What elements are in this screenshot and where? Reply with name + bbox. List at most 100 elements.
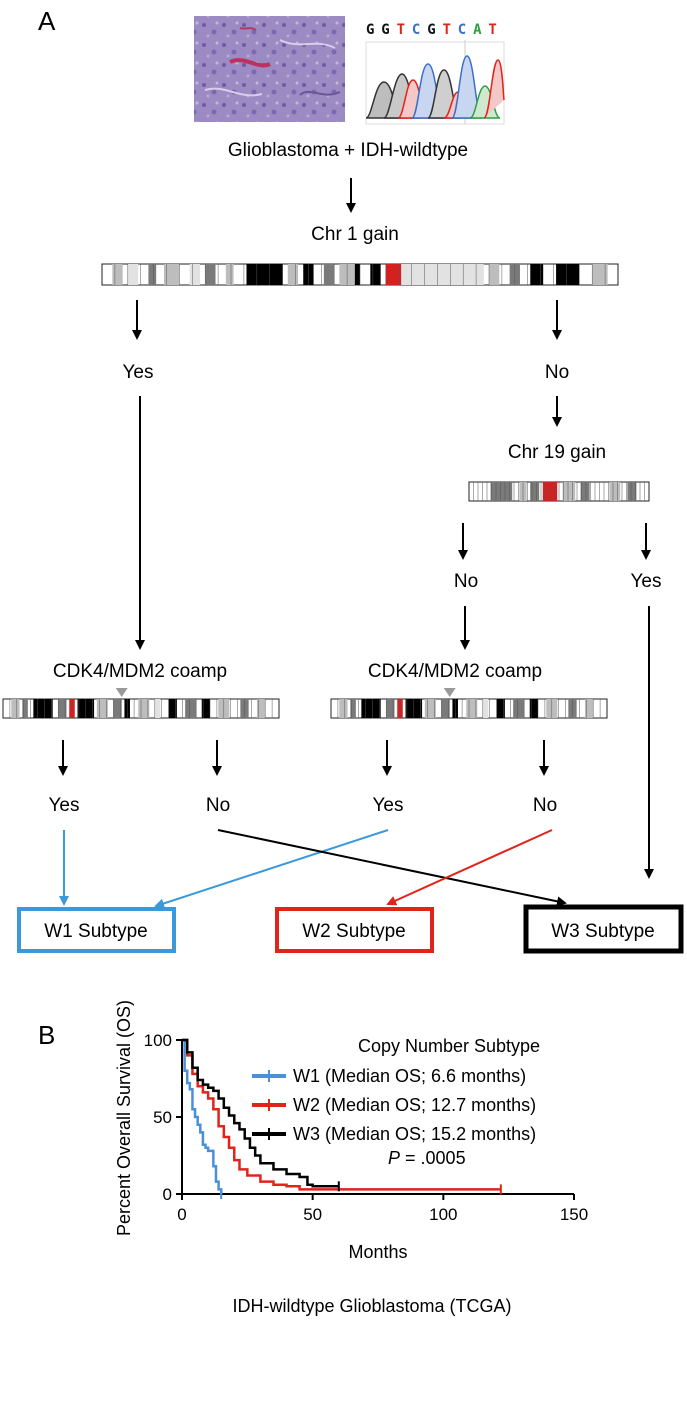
chromosome-band (556, 264, 580, 285)
series-line-w1 (182, 1038, 223, 1194)
amplification-marker-icon (443, 688, 456, 697)
histology-image (194, 16, 345, 122)
w1-subtype-box: W1 Subtype (17, 907, 176, 953)
chromosome-band (370, 264, 381, 285)
chromosome-12-right-ideogram (330, 688, 608, 719)
sequence-base: A (473, 22, 482, 38)
cdk-right-yes-label: Yes (373, 795, 404, 816)
chromosome-band (562, 482, 576, 501)
legend-label: W3 (Median OS; 15.2 months) (293, 1124, 536, 1144)
arrow-left-no-to-w3 (217, 829, 567, 907)
chromosome-band (138, 699, 150, 718)
chr19-yes-label: Yes (631, 571, 662, 592)
chromosome-band (58, 699, 67, 718)
arrow-right-yes-to-w1 (154, 829, 389, 909)
sequence-base: C (412, 22, 420, 38)
cdk-right-no-label: No (533, 795, 557, 816)
chromosome-19-ideogram (468, 481, 650, 502)
chromosome-band (592, 264, 608, 285)
legend-title: Copy Number Subtype (358, 1036, 540, 1056)
chromosome-band (424, 699, 436, 718)
chromosome-band (185, 699, 197, 718)
chromosome-band (246, 264, 283, 285)
chromosome-band (225, 264, 234, 285)
chromosome-band (113, 699, 122, 718)
legend-label: W2 (Median OS; 12.7 months) (293, 1095, 536, 1115)
panel-b-letter: B (38, 1020, 55, 1050)
chromosome-band (127, 264, 139, 285)
start-label: Glioblastoma + IDH-wildtype (228, 140, 468, 161)
chromosome-band (627, 482, 637, 501)
chromosome-band (513, 699, 525, 718)
chromosome-band (205, 264, 216, 285)
chromosome-band (256, 699, 266, 718)
chromosome-band (163, 264, 180, 285)
y-tick-label: 0 (163, 1185, 172, 1204)
chromosome-band (11, 699, 20, 718)
sequence-base: G (427, 22, 435, 38)
w3-subtype-label: W3 Subtype (551, 921, 655, 942)
chromosome-band (96, 699, 108, 718)
chromosome-band (401, 264, 484, 285)
y-tick-label: 50 (153, 1108, 172, 1127)
chr1-label: Chr 1 gain (311, 224, 399, 245)
chromosome-band (580, 482, 590, 501)
series-line-w3 (182, 1038, 339, 1188)
cdk-left-yes-label: Yes (49, 795, 80, 816)
chromosome-band (496, 699, 505, 718)
cdk-left-label: CDK4/MDM2 coamp (53, 661, 227, 682)
x-tick-label: 0 (177, 1205, 186, 1224)
chromosome-band (168, 699, 177, 718)
p-value-annotation: P = .0005 (388, 1148, 466, 1168)
sequence-base: G (366, 22, 374, 38)
chromosome-band (287, 264, 299, 285)
chromosome-band (466, 699, 478, 718)
chromosome-1-ideogram (101, 263, 619, 286)
chromosome-band (609, 482, 621, 501)
w2-subtype-label: W2 Subtype (302, 921, 406, 942)
chromosome-band (530, 264, 544, 285)
x-tick-label: 100 (429, 1205, 457, 1224)
chromosome-band (490, 482, 513, 501)
p-value-symbol: P (388, 1148, 400, 1168)
cdk-right-label: CDK4/MDM2 coamp (368, 661, 542, 682)
sequence-base: T (397, 22, 405, 38)
chromosome-band (323, 264, 335, 285)
w1-subtype-label: W1 Subtype (44, 921, 148, 942)
arrow-right-no-to-w2 (386, 829, 553, 906)
chromosome-band (441, 699, 450, 718)
p-value-text: = .0005 (400, 1148, 466, 1168)
chromosome-band (489, 264, 500, 285)
legend-label: W1 (Median OS; 6.6 months) (293, 1066, 526, 1086)
sequence-base: G (381, 22, 389, 38)
x-tick-label: 150 (560, 1205, 588, 1224)
chromosome-band (189, 264, 201, 285)
chr1-yes-label: Yes (123, 362, 154, 383)
chromosome-band (584, 699, 594, 718)
chromosome-band (148, 264, 157, 285)
w2-subtype-box: W2 Subtype (275, 907, 434, 953)
cdk-left-no-label: No (206, 795, 230, 816)
w3-subtype-box: W3 Subtype (523, 904, 684, 954)
chr19-label: Chr 19 gain (508, 442, 606, 463)
sequence-base: T (443, 22, 451, 38)
chromosome-band (361, 699, 381, 718)
chromosome-band (33, 699, 53, 718)
sequence-base: T (488, 22, 496, 38)
chromosome-band (386, 699, 395, 718)
chromosome-band (354, 264, 360, 285)
x-tick-label: 50 (303, 1205, 322, 1224)
chart-series (182, 1038, 502, 1199)
chart-legend: Copy Number Subtype W1 (Median OS; 6.6 mo… (252, 1036, 540, 1144)
chromosome-band (112, 264, 123, 285)
amplification-marker-icon (115, 688, 128, 697)
chromosome-band (350, 699, 356, 718)
chromosome-band (201, 699, 210, 718)
chromosome-band (154, 699, 161, 718)
chromosome-band (529, 699, 538, 718)
